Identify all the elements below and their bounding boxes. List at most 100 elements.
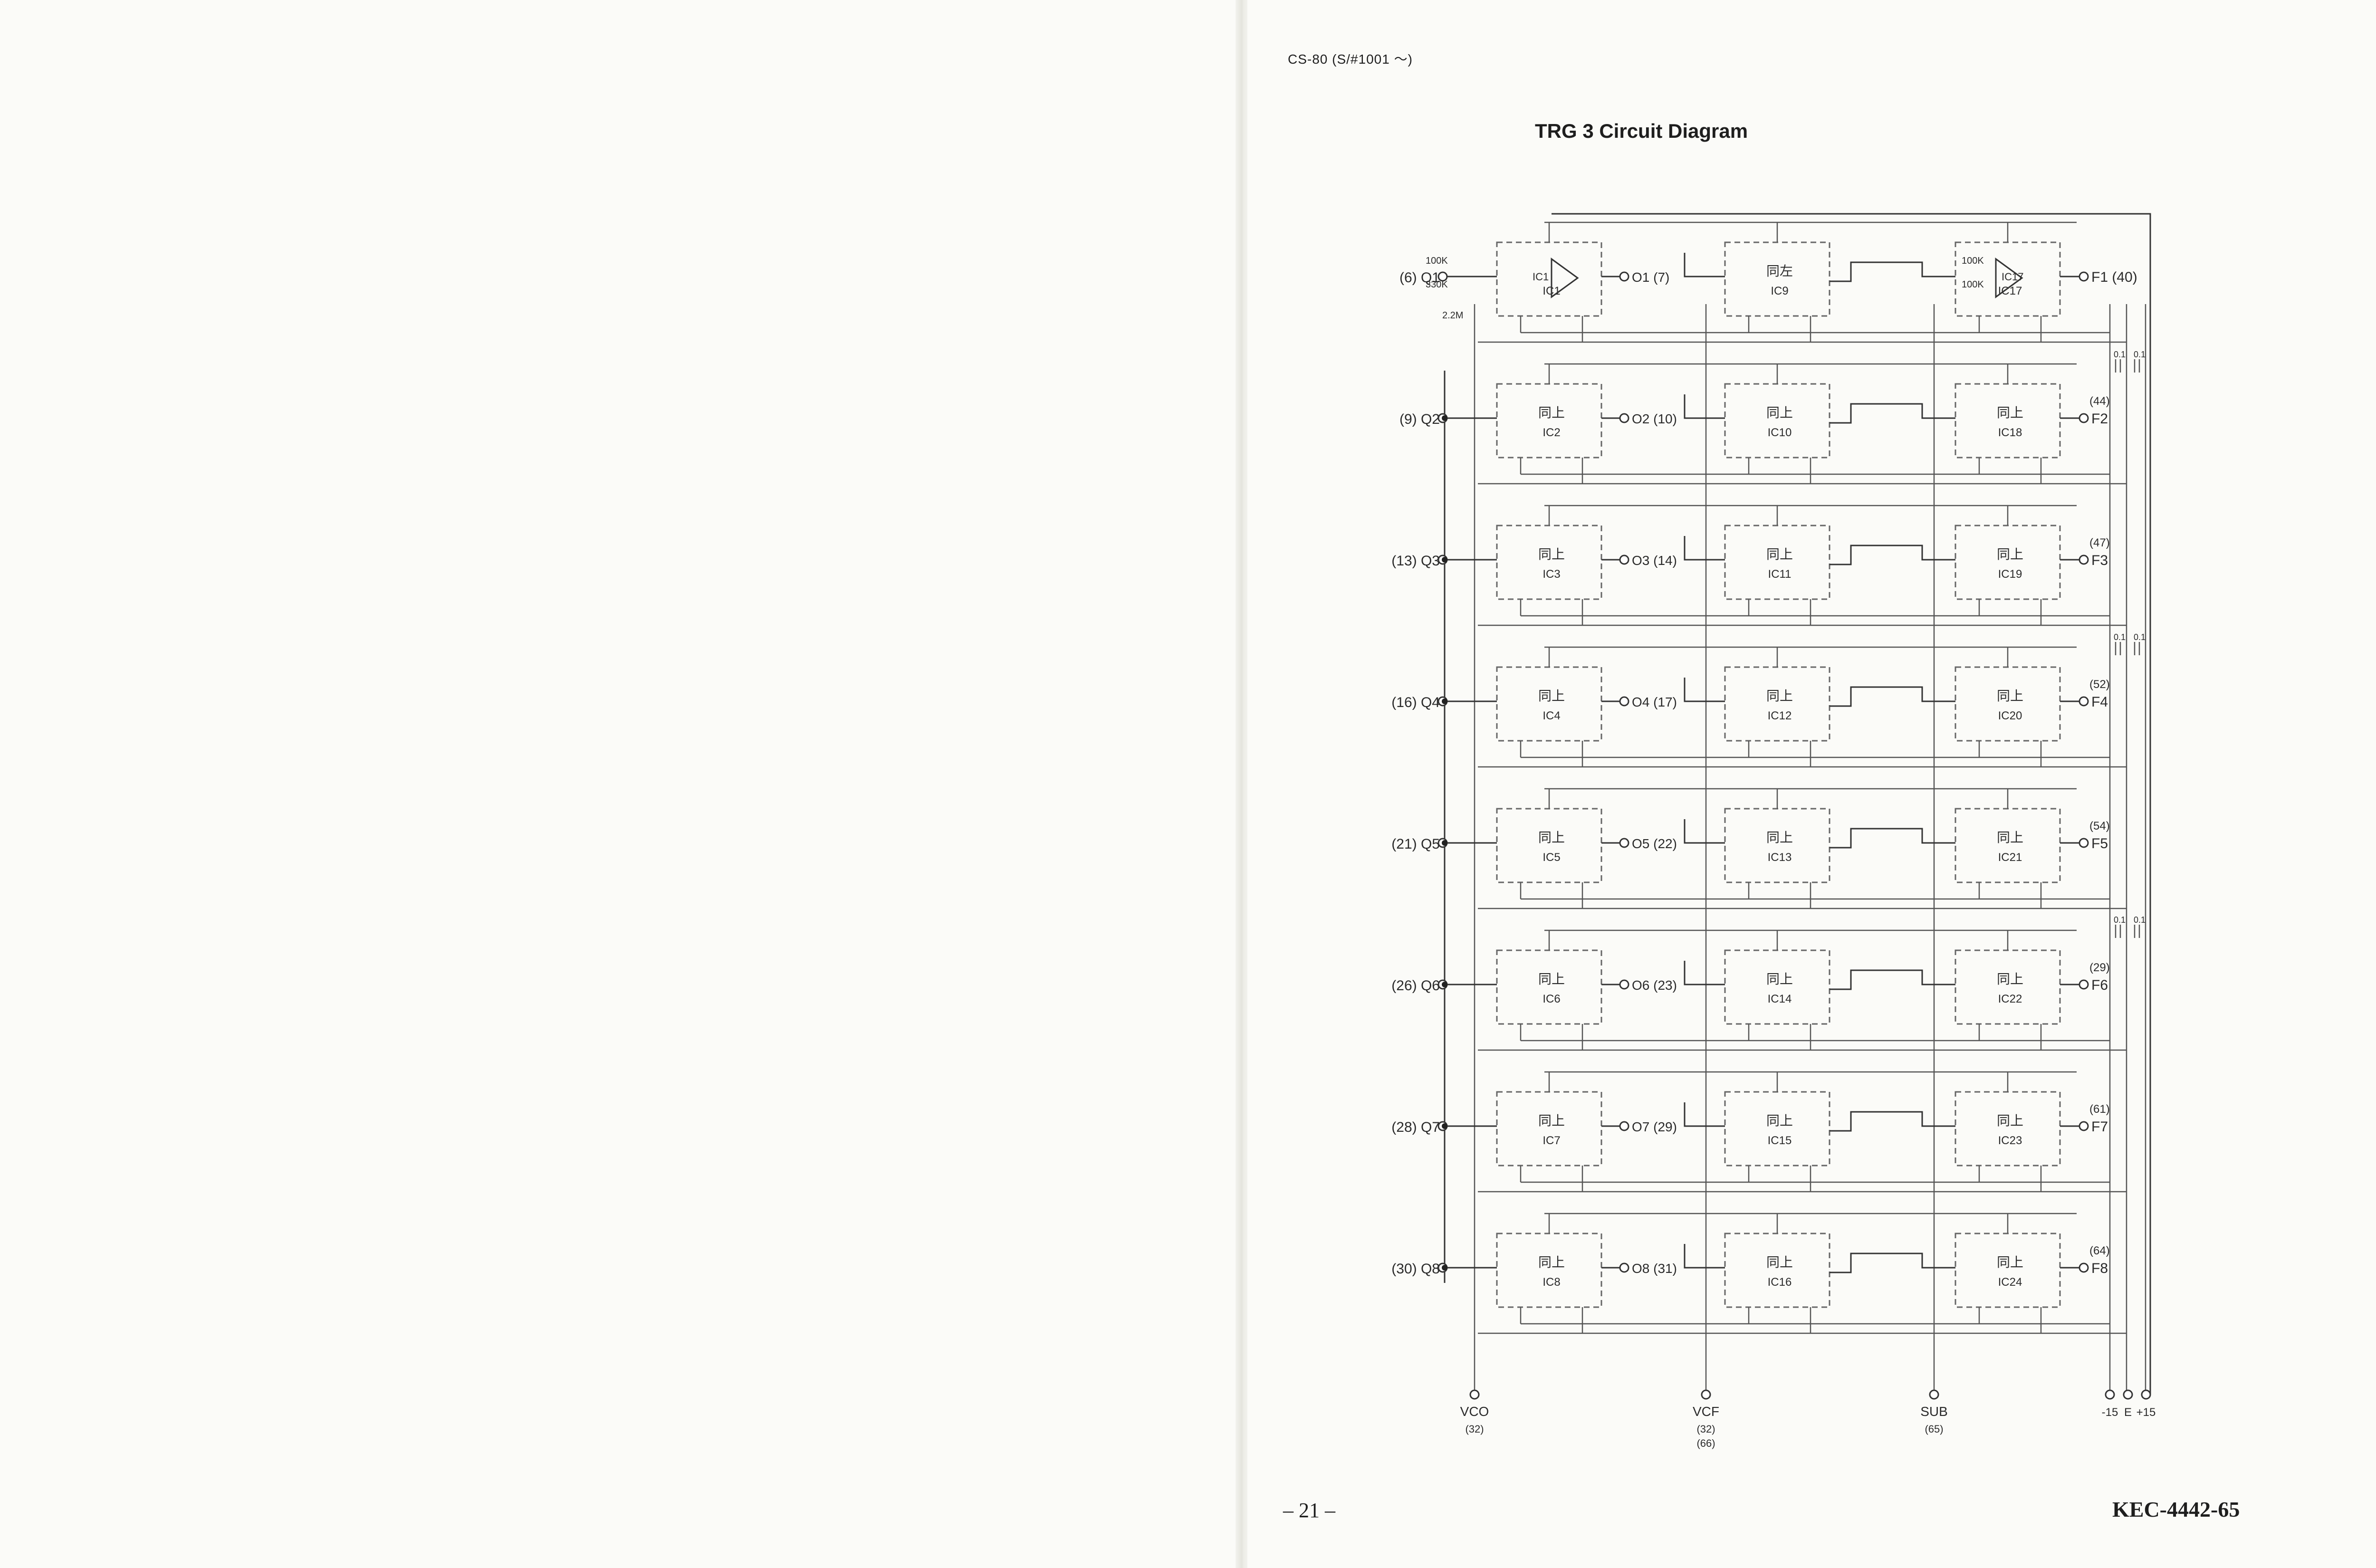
- bottom-terminal-label: -15: [2102, 1406, 2118, 1419]
- ic-block: [1496, 949, 1602, 1025]
- ic-link-wire: [1684, 819, 1725, 844]
- ic-link-wire: [1684, 1102, 1725, 1127]
- ic-block: [1496, 1091, 1602, 1166]
- ic-link-wire: [1830, 403, 1955, 424]
- ic-link-wire: [1684, 678, 1725, 702]
- ic-name-label: IC18: [1998, 426, 2022, 439]
- mid-output-terminal: [1619, 696, 1629, 707]
- ic-block: [1724, 1091, 1830, 1166]
- ic-block: [1496, 1233, 1602, 1308]
- ic-block: [1496, 383, 1602, 459]
- ic-block: [1724, 383, 1830, 459]
- resistor-label: 100K: [1962, 279, 1984, 290]
- ic-link-wire: [1684, 536, 1725, 561]
- ic-block: [1954, 1233, 2061, 1308]
- ic-link-wire: [1830, 969, 1955, 990]
- row-input-label: (16) Q4: [1391, 695, 1440, 710]
- resistor-label: 2.2M: [1442, 310, 1463, 321]
- ic-name-label: IC6: [1542, 993, 1560, 1005]
- ic-name-label: IC21: [1998, 851, 2022, 864]
- mid-output-label: O2 (10): [1632, 411, 1677, 426]
- f-output-pin-label: (29): [2089, 961, 2110, 974]
- junction-dot: [1442, 840, 1447, 846]
- ic-name-label: IC15: [1768, 1134, 1792, 1147]
- row-input-label: (21) Q5: [1391, 836, 1440, 852]
- mid-output-label: O3 (14): [1632, 553, 1677, 568]
- ic-same-as-label: 同上: [1766, 1113, 1793, 1128]
- f-output-label: F4: [2091, 694, 2108, 710]
- mid-output-label: O1 (7): [1632, 270, 1669, 285]
- ic-block: [1496, 241, 1602, 317]
- op-amp-symbol: [1995, 258, 2023, 298]
- f-output-terminal: [2079, 979, 2089, 990]
- bottom-terminal: [1701, 1389, 1711, 1400]
- f-output-terminal: [2079, 555, 2089, 565]
- ic-name-label: IC5: [1542, 851, 1560, 864]
- bottom-terminal: [2123, 1389, 2133, 1400]
- f-output-terminal: [2079, 271, 2089, 282]
- bottom-terminal-label: SUB: [1920, 1404, 1948, 1419]
- mid-output-terminal: [1619, 838, 1629, 848]
- f-output-label: F7: [2091, 1119, 2108, 1135]
- left-page-blank: [0, 0, 1238, 1568]
- document-code: KEC-4442-65: [2112, 1497, 2240, 1521]
- mid-output-label: O7 (29): [1632, 1119, 1677, 1134]
- f-output-pin-label: (44): [2089, 395, 2110, 408]
- mid-output-terminal: [1619, 1121, 1629, 1131]
- f-output-label: F3: [2091, 553, 2108, 568]
- op-amp-symbol: [1551, 258, 1579, 298]
- bottom-terminal-label: E: [2124, 1406, 2132, 1419]
- ic-same-as-label: 同上: [1538, 1113, 1565, 1128]
- model-code: CS-80 (S/#1001 ～): [1288, 52, 1413, 67]
- ic-link-wire: [1830, 1252, 1955, 1273]
- ic-name-label: IC4: [1542, 709, 1560, 722]
- f-output-label: F6: [2091, 977, 2108, 993]
- ic-link-wire: [1830, 261, 1955, 282]
- ic-name-label: IC19: [1998, 568, 2022, 581]
- ic-same-as-label: 同上: [1538, 688, 1565, 703]
- ic-name-label: IC7: [1542, 1134, 1560, 1147]
- junction-dot: [1442, 698, 1447, 704]
- mid-output-terminal: [1619, 979, 1629, 990]
- f-output-pin-label: (52): [2089, 678, 2110, 691]
- junction-dot: [1442, 982, 1447, 987]
- mid-output-terminal: [1619, 271, 1629, 282]
- op-amp-label: IC17: [2002, 271, 2023, 283]
- f-output-pin-label: (64): [2089, 1244, 2110, 1257]
- ic-same-as-label: 同上: [1766, 830, 1793, 845]
- ic-block: [1954, 1091, 2061, 1166]
- ic-block: [1724, 666, 1830, 742]
- bottom-terminal-pin-label: (66): [1696, 1437, 1715, 1449]
- ic-link-wire: [1684, 394, 1725, 419]
- bottom-terminal: [1929, 1389, 1939, 1400]
- ic-name-label: IC23: [1998, 1134, 2022, 1147]
- ic-same-as-label: 同上: [1997, 830, 2023, 845]
- ic-link-wire: [1684, 1244, 1725, 1269]
- ic-name-label: IC14: [1768, 993, 1792, 1005]
- f-output-pin-label: (47): [2089, 536, 2110, 549]
- f-output-pin-label: (61): [2089, 1103, 2110, 1116]
- ic-link-wire: [1684, 961, 1725, 985]
- ic-same-as-label: 同上: [1997, 405, 2023, 420]
- ic-same-as-label: 同上: [1538, 1255, 1565, 1270]
- row-input-label: (13) Q3: [1391, 553, 1440, 569]
- ic-same-as-label: 同上: [1766, 405, 1793, 420]
- bottom-terminal-pin-label: (65): [1925, 1423, 1943, 1435]
- capacitor-label: 0.1: [2114, 632, 2126, 642]
- mid-output-label: O8 (31): [1632, 1261, 1677, 1276]
- mid-output-label: O4 (17): [1632, 695, 1677, 709]
- junction-dot: [1442, 1123, 1447, 1129]
- row-input-label: (9) Q2: [1399, 411, 1440, 427]
- ic-block: [1724, 949, 1830, 1025]
- row-input-label: (26) Q6: [1391, 978, 1440, 994]
- row-input-label: (6) Q1: [1399, 270, 1440, 286]
- page-number: – 21 –: [1283, 1499, 1335, 1522]
- right-page: [1247, 0, 2376, 1568]
- ic-same-as-label: 同上: [1538, 972, 1565, 986]
- capacitor-label: 0.1: [2114, 350, 2126, 359]
- ic-block: [1724, 808, 1830, 883]
- ic-name-label: IC3: [1542, 568, 1560, 581]
- bottom-terminal: [2105, 1389, 2115, 1400]
